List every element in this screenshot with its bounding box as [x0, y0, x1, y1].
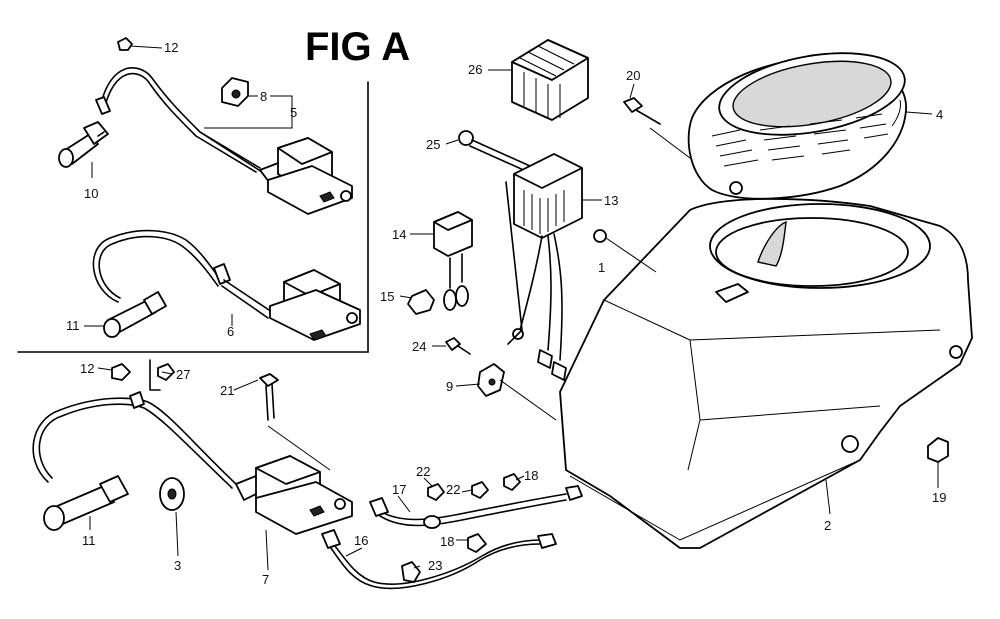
callout-14: 14	[392, 227, 406, 242]
callout-19: 19	[932, 490, 946, 505]
callout-9: 9	[446, 379, 453, 394]
clip-part-18-b	[467, 533, 487, 553]
spark-plug-cap-part-10	[58, 121, 109, 168]
callout-2: 2	[824, 518, 831, 533]
clip-part-12-top	[117, 37, 133, 51]
regulator-part-13	[505, 153, 583, 381]
grommet-part-3	[159, 477, 185, 511]
callout-12-top: 12	[164, 40, 178, 55]
callout-24: 24	[412, 339, 426, 354]
callout-15: 15	[380, 289, 394, 304]
callout-leaders	[84, 45, 939, 571]
air-cleaner-cover-part-4	[687, 52, 907, 200]
callout-22-b: 22	[446, 482, 460, 497]
spark-plug-cap-part-11-upper	[103, 291, 167, 338]
spark-plug-cap-part-11-lower	[43, 475, 129, 531]
grommet-part-8	[221, 77, 249, 107]
callout-11-upper: 11	[66, 318, 80, 333]
callout-10: 10	[84, 186, 98, 201]
callout-25: 25	[426, 137, 440, 152]
ignition-coil-part-5	[199, 131, 353, 215]
wire-harness-part-17	[369, 485, 583, 529]
callout-1: 1	[598, 260, 605, 275]
callout-12-lower: 12	[80, 361, 94, 376]
clip-part-22-a	[427, 483, 445, 501]
callout-18-a: 18	[524, 468, 538, 483]
ignition-lead-part-6	[92, 229, 273, 319]
relay-part-26	[511, 39, 589, 121]
clip-part-23	[401, 561, 421, 583]
leader-9	[499, 379, 557, 421]
callout-20: 20	[626, 68, 640, 83]
fan-cover-part-2	[559, 198, 973, 549]
callout-23: 23	[428, 558, 442, 573]
ignition-coil-part-7	[235, 455, 353, 535]
bolt-part-21	[259, 373, 331, 471]
ignition-lead-upper	[95, 67, 261, 173]
screw-part-24	[445, 337, 471, 355]
clip-part-15	[407, 289, 435, 315]
callout-17: 17	[392, 482, 406, 497]
callout-22-a: 22	[416, 464, 430, 479]
pin-part-1	[593, 229, 607, 243]
connector-part-14	[433, 211, 473, 311]
ignition-lead-lower	[32, 391, 237, 489]
wire-harness-part-16	[321, 529, 557, 590]
bracket-part-9	[477, 363, 505, 397]
clip-part-18-a	[503, 473, 521, 491]
callout-26: 26	[468, 62, 482, 77]
grommet-part-19	[927, 437, 949, 463]
clip-part-12-lower	[111, 363, 131, 381]
callout-27: 27	[176, 367, 190, 382]
callout-5: 5	[290, 105, 297, 120]
callout-6: 6	[227, 324, 234, 339]
callout-18-b: 18	[440, 534, 454, 549]
callout-13: 13	[604, 193, 618, 208]
callout-4: 4	[936, 107, 943, 122]
inset-frame	[17, 81, 369, 353]
clip-part-27	[149, 359, 175, 391]
leader-1	[605, 237, 657, 273]
callout-11-lower: 11	[82, 533, 96, 548]
callout-16: 16	[354, 533, 368, 548]
callout-3: 3	[174, 558, 181, 573]
clip-part-22-b	[471, 481, 489, 499]
figure-title: FIG A	[305, 25, 410, 69]
ignition-coil-part-6	[269, 269, 361, 341]
callout-21: 21	[220, 383, 234, 398]
callout-8: 8	[260, 89, 267, 104]
bolt-part-25	[458, 130, 531, 173]
callout-7: 7	[262, 572, 269, 587]
